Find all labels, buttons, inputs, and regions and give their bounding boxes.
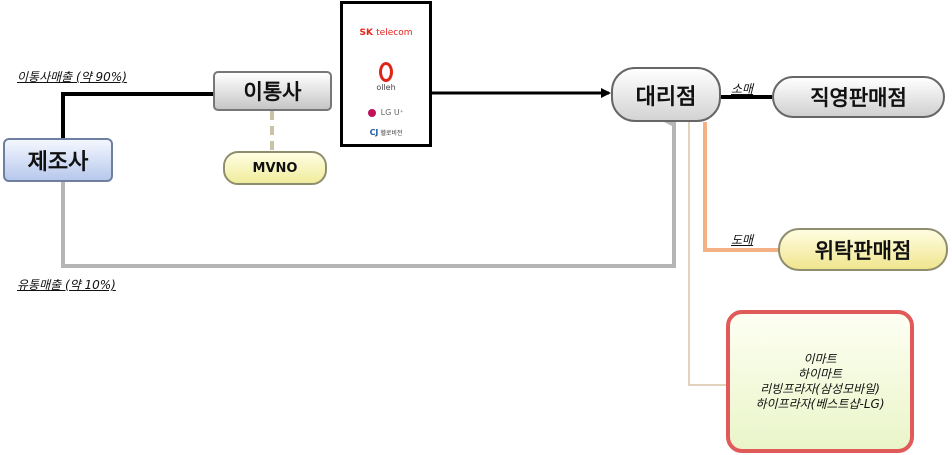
large-retailer-item: 리빙프라자(삼성모바일) — [760, 381, 880, 396]
cj-mark-text: CJ — [369, 128, 379, 137]
olleh-o-icon — [379, 62, 393, 82]
agency-node: 대리점 — [611, 67, 721, 122]
large-retailer-item: 하이마트 — [797, 366, 843, 381]
distribution-sales-label: 유통매출 (약 10%) — [17, 278, 116, 292]
olleh-text: olleh — [376, 83, 396, 92]
manufacturer-node: 제조사 — [3, 138, 113, 182]
large-retailer-item: 하이프라자(베스트샵-LG) — [755, 396, 885, 411]
carrier-sales-label: 이통사매출 (약 90%) — [17, 70, 127, 84]
line-manufacturer-to-carrier — [61, 92, 213, 138]
carrier-node: 이통사 — [213, 71, 332, 111]
sk-telecom-text: telecom — [376, 28, 413, 38]
arrow-manufacturer-to-agency — [61, 116, 676, 268]
lg-uplus-logo: LG U⁺ — [343, 108, 429, 117]
consign-store-node: 위탁판매점 — [778, 228, 948, 271]
olleh-logo: olleh — [343, 62, 429, 92]
line-agency-to-consign — [703, 122, 778, 252]
carrier-logos-box: SK telecom olleh LG U⁺ CJ 헬로비전 — [340, 1, 432, 147]
lg-face-icon — [368, 108, 377, 117]
sk-telecom-logo: SK telecom — [343, 28, 429, 38]
large-retailers-box: 이마트 하이마트 리빙프라자(삼성모바일) 하이프라자(베스트샵-LG) — [726, 310, 914, 453]
mvno-node: MVNO — [223, 151, 327, 185]
sk-brand-text: SK — [359, 28, 373, 38]
cj-hellovision-logo: CJ 헬로비전 — [343, 128, 429, 137]
direct-store-node: 직영판매점 — [772, 76, 945, 118]
line-agency-to-large-retail — [688, 122, 726, 386]
lgu-text: LG U⁺ — [380, 108, 404, 117]
retail-label: 소매 — [731, 82, 754, 96]
cj-hellovision-text: 헬로비전 — [380, 130, 403, 137]
wholesale-label: 도매 — [731, 233, 754, 247]
large-retailer-item: 이마트 — [803, 351, 837, 366]
